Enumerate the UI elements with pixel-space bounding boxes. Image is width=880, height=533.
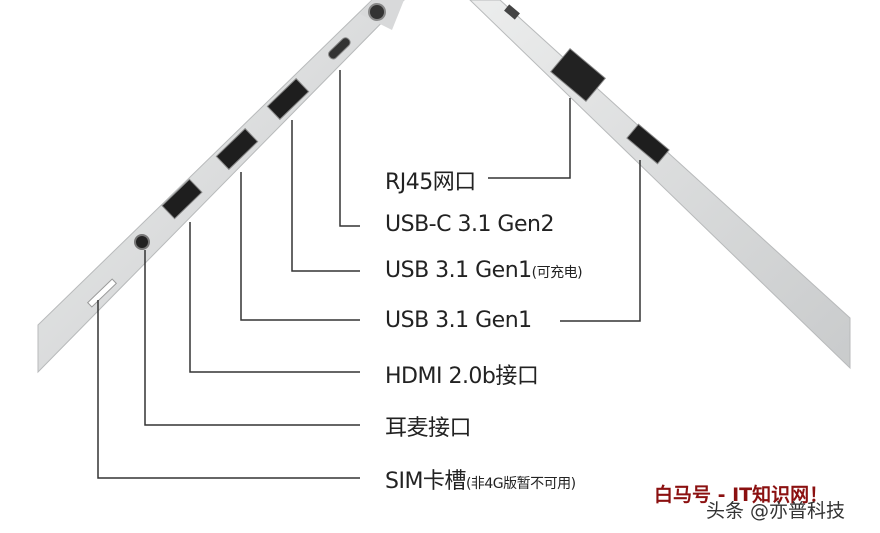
label-sim: SIM卡槽(非4G版暂不可用): [385, 463, 576, 495]
left-laptop-side: [37, 0, 405, 374]
hdmi-port: [161, 178, 203, 220]
right-laptop-side: [469, 0, 851, 370]
label-rj45: RJ45网口: [385, 170, 476, 195]
label-usb-right: USB 3.1 Gen1: [385, 308, 532, 333]
power-jack: [368, 3, 386, 21]
usb-c-port: [328, 37, 351, 60]
callout-lines: [97, 70, 641, 479]
watermark-author: 头条 @亦普科技: [706, 500, 846, 522]
label-usb-charge: USB 3.1 Gen1(可充电): [385, 258, 583, 283]
usb-port-right: [626, 123, 670, 165]
usb-port-left-1: [215, 127, 259, 171]
label-sim-note: (非4G版暂不可用): [465, 476, 576, 492]
rj45-port: [550, 48, 606, 102]
sim-slot: [86, 278, 118, 308]
watermark-site: 白马号 - IT知识网！: [654, 484, 829, 506]
label-hdmi: HDMI 2.0b接口: [385, 364, 539, 389]
label-usb-c: USB-C 3.1 Gen2: [385, 212, 554, 237]
lock-slot: [504, 4, 520, 20]
usb-port-left-2: [266, 77, 310, 121]
label-audio: 耳麦接口: [385, 416, 472, 441]
label-usb-charge-note: (可充电): [531, 265, 583, 281]
label-usb-charge-name: USB 3.1 Gen1: [385, 258, 532, 283]
label-sim-name: SIM卡槽: [385, 469, 466, 494]
audio-jack: [134, 234, 150, 250]
